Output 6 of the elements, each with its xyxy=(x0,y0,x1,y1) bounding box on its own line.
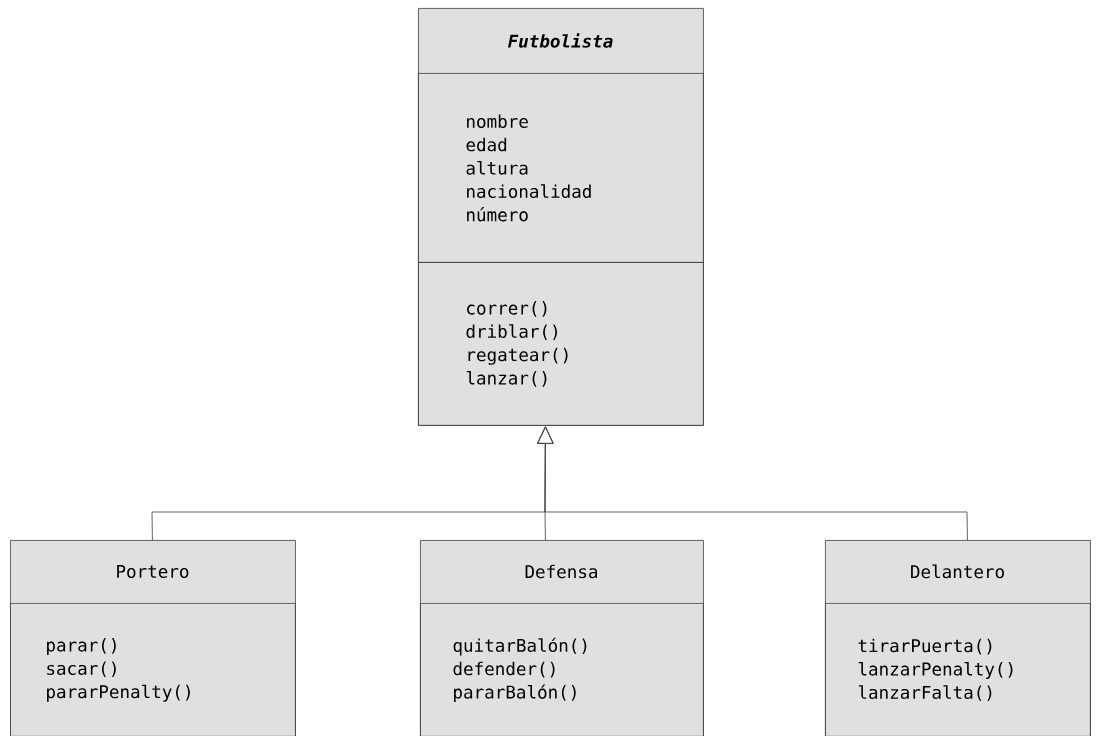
member-compartment: quitarBalón() defender() pararBalón() xyxy=(420,603,704,736)
member-compartment: tirarPuerta() lanzarPenalty() lanzarFalta() xyxy=(825,603,1091,736)
member-compartment: parar() sacar() pararPenalty() xyxy=(10,603,296,736)
member-compartment: correr() driblar() regatear() lanzar() xyxy=(418,262,704,426)
member-compartment: nombre edad altura nacionalidad número xyxy=(418,73,704,263)
inheritance-arrow xyxy=(537,426,968,541)
